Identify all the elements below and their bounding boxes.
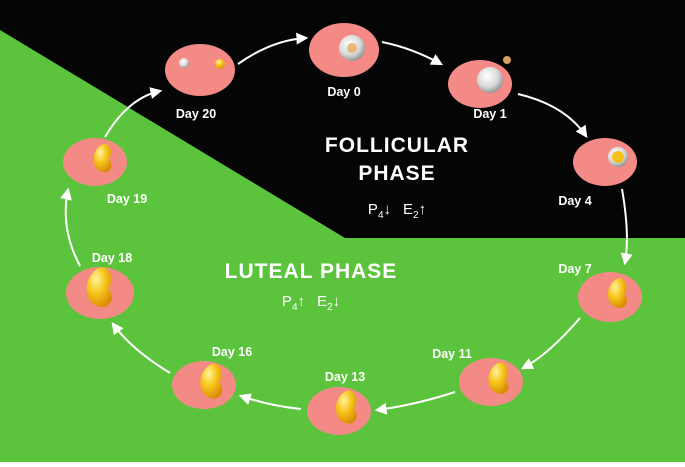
cycle-arrow (381, 41, 444, 66)
estradiol-down-arrow: ↓ (333, 293, 341, 310)
ovary (573, 138, 637, 186)
ovary (165, 44, 235, 96)
cycle-arrow (238, 393, 302, 410)
estradiol-subscript: 2 (327, 302, 333, 313)
cycle-arrow (104, 87, 163, 138)
corpus-luteum (335, 390, 357, 424)
estradiol-up-arrow: ↑ (419, 201, 427, 218)
ovary-stages: Day 0 Day 1 Day 4 Day 7 Day 11 Day 13 Day 16 Da… (63, 23, 642, 435)
follicular-title-line2: PHASE (358, 162, 435, 185)
progesterone-symbol: P (282, 293, 292, 310)
day-label: Day 20 (176, 107, 216, 121)
corpus-luteum (607, 278, 627, 309)
ovary-stage: Day 13 (307, 370, 371, 435)
follicular-phase-block: FOLLICULAR PHASE P4↓ E2↑ (325, 134, 469, 221)
day-label: Day 4 (558, 194, 591, 208)
progesterone-up-arrow: ↑ (298, 293, 306, 310)
estradiol-symbol: E (317, 293, 327, 310)
ovary-stage: Day 16 (172, 345, 252, 409)
progesterone-subscript: 4 (378, 210, 384, 221)
oocyte (347, 43, 357, 53)
luteinizing-tissue (612, 151, 624, 163)
luteal-title: LUTEAL PHASE (225, 260, 398, 283)
day-label: Day 1 (473, 107, 506, 121)
cycle-arrow (111, 322, 171, 374)
follicular-hormones: P4↓ E2↑ (368, 201, 426, 221)
corpus-luteum (488, 362, 509, 394)
day-label: Day 18 (92, 251, 132, 265)
luteal-hormones: P4↑ E2↓ (282, 293, 340, 313)
cycle-arrow (517, 93, 588, 138)
progesterone-down-arrow: ↓ (384, 201, 392, 218)
luteal-phase-block: LUTEAL PHASE P4↑ E2↓ (225, 260, 398, 313)
ovary-stage: Day 4 (558, 138, 637, 208)
day-label: Day 7 (558, 262, 591, 276)
regressed-corpus-luteum (215, 59, 225, 69)
ovulating-follicle (477, 67, 503, 93)
cycle-arrow (520, 317, 581, 370)
released-oocyte (503, 56, 511, 64)
cycle-arrow (237, 32, 309, 65)
estradiol-subscript: 2 (413, 210, 419, 221)
cycle-arrows (60, 32, 633, 415)
ovary-stage: Day 7 (558, 262, 642, 322)
progesterone-subscript: 4 (292, 302, 298, 313)
follicular-title-line1: FOLLICULAR (325, 134, 469, 157)
ovary-stage: Day 11 (432, 347, 523, 406)
cycle-arrow (620, 188, 633, 266)
small-follicle (179, 58, 189, 68)
ovary-stage: Day 1 (448, 56, 512, 121)
day-label: Day 13 (325, 370, 365, 384)
cycle-arrow (374, 391, 456, 415)
ovary-stage: Day 0 (309, 23, 379, 99)
ovary-stage: Day 18 (66, 251, 134, 319)
cycle-arrow (60, 187, 81, 267)
corpus-luteum (93, 144, 112, 173)
day-label: Day 0 (327, 85, 360, 99)
ovary-stage: Day 20 (165, 44, 235, 121)
ovary-stage: Day 19 (63, 138, 147, 206)
progesterone-symbol: P (368, 201, 378, 218)
day-label: Day 16 (212, 345, 252, 359)
corpus-luteum (200, 363, 223, 399)
estradiol-symbol: E (403, 201, 413, 218)
day-label: Day 19 (107, 192, 147, 206)
day-label: Day 11 (432, 347, 472, 361)
corpus-luteum (86, 267, 112, 308)
